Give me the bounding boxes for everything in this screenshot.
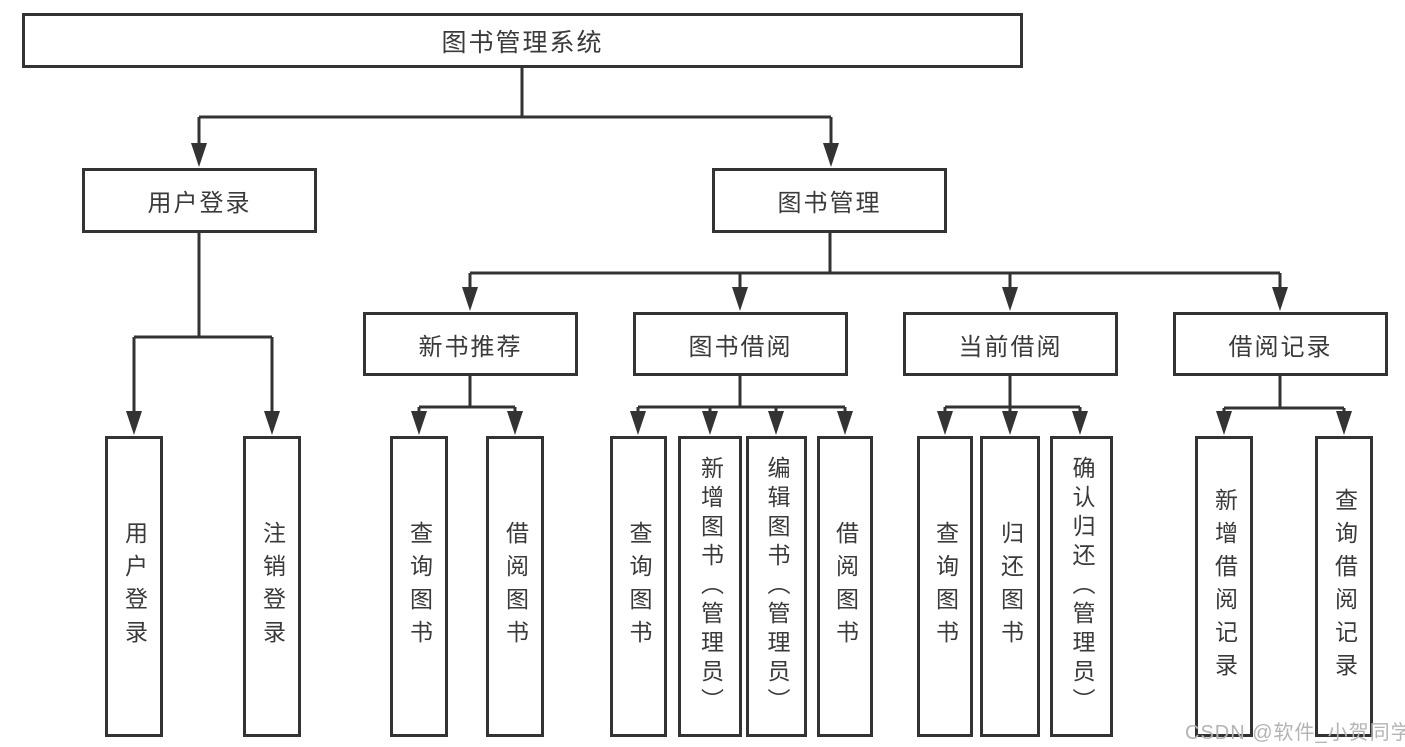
leaf-return-books: 归还图书 [980,436,1040,737]
leaf-user-login: 用户登录 [105,436,163,737]
node-book-borrowing: 图书借阅 [633,312,848,376]
node-current-borrowing: 当前借阅 [903,312,1118,376]
node-book-management: 图书管理 [712,168,947,233]
leaf-confirm-return-admin: 确认归还（管理员） [1050,436,1113,737]
leaf-current-query-books: 查询图书 [917,436,973,737]
node-new-book-recommendation: 新书推荐 [363,312,578,376]
node-borrowing-records: 借阅记录 [1173,312,1388,376]
node-user-login: 用户登录 [82,168,317,233]
csdn-watermark: CSDN @软件_小贺同学 [1185,722,1405,744]
leaf-query-borrow-record: 查询借阅记录 [1315,436,1373,737]
leaf-newbook-query-books: 查询图书 [390,436,448,737]
leaf-edit-book-admin: 编辑图书（管理员） [746,436,807,737]
node-root-library-system: 图书管理系统 [22,13,1023,68]
leaf-newbook-borrow-books: 借阅图书 [486,436,544,737]
leaf-add-book-admin: 新增图书（管理员） [678,436,742,737]
leaf-borrowing-query-books: 查询图书 [610,436,667,737]
leaf-borrowing-borrow-books: 借阅图书 [817,436,873,737]
leaf-logout: 注销登录 [243,436,301,737]
leaf-add-borrow-record: 新增借阅记录 [1195,436,1253,737]
